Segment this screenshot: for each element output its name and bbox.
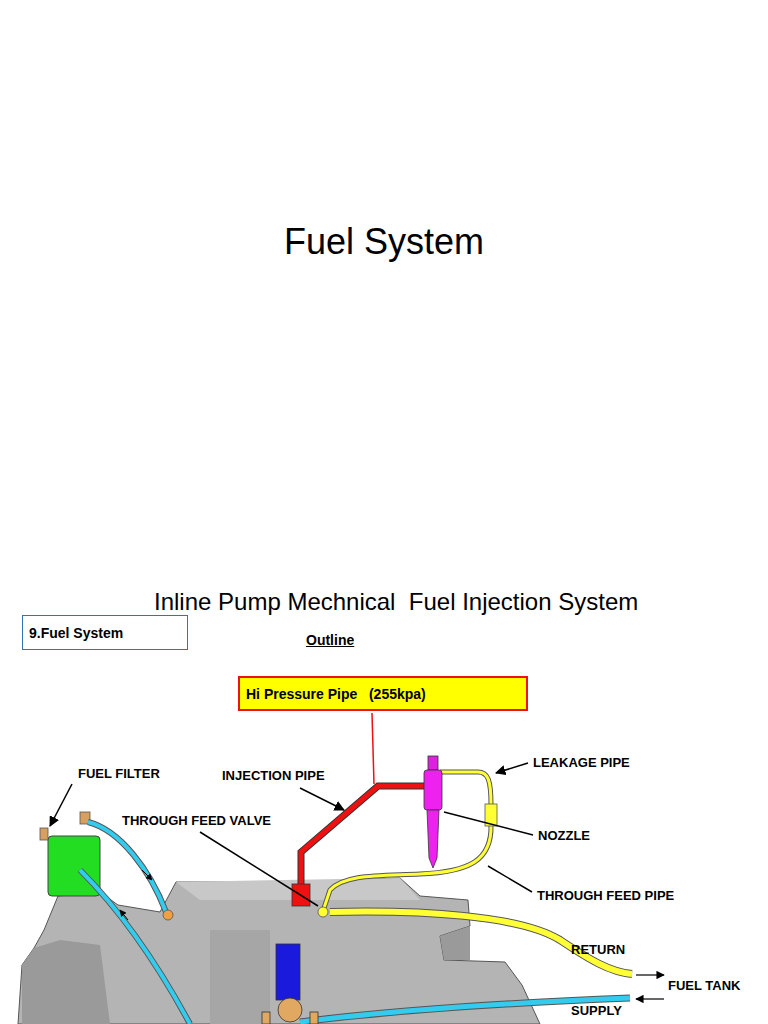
leader-line bbox=[488, 866, 532, 892]
supply-pipe bbox=[300, 998, 630, 1022]
fuel-line bbox=[88, 822, 166, 912]
through-feed-fitting bbox=[163, 910, 173, 920]
box-text: 9.Fuel System bbox=[29, 625, 123, 641]
return-pipe bbox=[330, 912, 632, 974]
box-text: Hi Pressure Pipe (255kpa) bbox=[246, 686, 426, 702]
engine-block bbox=[18, 878, 540, 1024]
leader-line bbox=[300, 788, 344, 810]
section-box: 9.Fuel System bbox=[22, 615, 188, 650]
part-label: SUPPLY bbox=[571, 1003, 622, 1018]
page-title: Fuel System bbox=[284, 222, 484, 262]
engine-shade bbox=[22, 940, 110, 1024]
subtitle: Inline Pump Mechnical Fuel Injection Sys… bbox=[154, 588, 638, 616]
leader-line bbox=[444, 812, 533, 835]
injection-pipe bbox=[301, 786, 430, 886]
nozzle bbox=[424, 770, 442, 810]
nozzle-cap bbox=[428, 756, 438, 770]
part-label: LEAKAGE PIPE bbox=[533, 755, 630, 770]
flow-arrow bbox=[142, 870, 152, 880]
leakage-pipe bbox=[440, 772, 491, 805]
part-label: THROUGH FEED PIPE bbox=[537, 888, 674, 903]
part-label: FUEL TANK bbox=[668, 978, 740, 993]
feed-pump bbox=[276, 944, 300, 1000]
leader-line bbox=[496, 763, 528, 773]
leader-line bbox=[372, 713, 374, 784]
nozzle-body bbox=[427, 810, 439, 868]
through-feed-pipe bbox=[324, 825, 491, 908]
fuel-line bbox=[80, 870, 190, 1024]
section-heading: Outline bbox=[306, 631, 354, 649]
flow-arrow bbox=[636, 974, 664, 975]
filter-fitting bbox=[40, 828, 48, 840]
fuel-line bbox=[80, 870, 190, 1024]
part-label: NOZZLE bbox=[538, 828, 590, 843]
callout-box: Hi Pressure Pipe (255kpa) bbox=[238, 676, 528, 711]
pump-fitting bbox=[310, 1012, 318, 1024]
through-feed-valve bbox=[318, 907, 328, 917]
engine-rib bbox=[210, 930, 270, 1024]
engine-shade bbox=[440, 926, 470, 960]
supply-pipe bbox=[300, 998, 630, 1022]
part-label: RETURN bbox=[571, 942, 625, 957]
pump-gear bbox=[278, 998, 302, 1022]
part-label: THROUGH FEED VALVE bbox=[122, 813, 271, 828]
flow-arrow bbox=[120, 910, 128, 920]
leakage-pipe bbox=[440, 772, 491, 805]
through-feed-pipe bbox=[324, 825, 491, 908]
return-pipe bbox=[330, 912, 632, 974]
part-label: INJECTION PIPE bbox=[222, 768, 325, 783]
leader-line bbox=[50, 784, 72, 826]
fuel-line bbox=[88, 822, 166, 912]
pump-fitting bbox=[262, 1012, 270, 1024]
flow-arrow bbox=[636, 998, 664, 999]
leader-line bbox=[200, 832, 318, 906]
part-label: FUEL FILTER bbox=[78, 766, 160, 781]
injection-pipe bbox=[301, 786, 430, 886]
